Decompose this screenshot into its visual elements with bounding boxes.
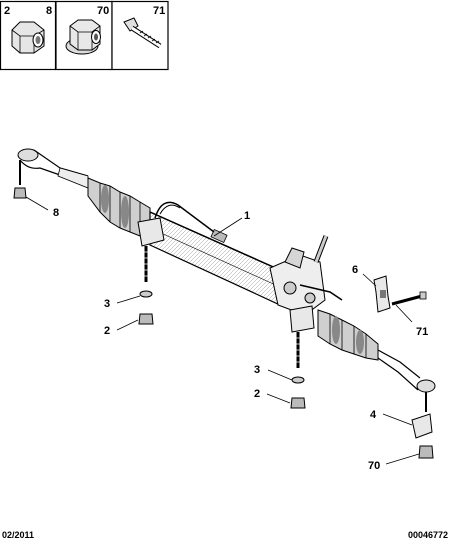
rack-housing[interactable] (137, 201, 281, 306)
nut-right[interactable] (290, 397, 306, 409)
clip-upper[interactable] (373, 275, 391, 313)
callout-6[interactable]: 6 (352, 264, 358, 276)
clip-lower[interactable] (411, 413, 433, 439)
callouts: 8 1 3 2 6 71 3 2 4 70 (53, 207, 428, 472)
leader-lines (25, 196, 420, 465)
parts-legend: 2 8 70 71 (0, 0, 169, 71)
left-bellows[interactable] (87, 177, 151, 237)
callout-3-left[interactable]: 3 (104, 298, 110, 310)
callout-2-left[interactable]: 2 (104, 325, 110, 337)
right-tie-rod-end[interactable] (377, 349, 436, 412)
nut-lower[interactable] (418, 445, 434, 459)
pinion-valve[interactable] (269, 235, 343, 368)
nut-left[interactable] (138, 313, 154, 325)
steering-rack-assembly[interactable] (13, 148, 436, 412)
nut-icon (11, 21, 45, 54)
footer-ref: 00046772 (407, 530, 448, 540)
callout-1[interactable]: 1 (244, 210, 250, 222)
callout-2-right[interactable]: 2 (254, 388, 260, 400)
callout-3-right[interactable]: 3 (254, 364, 260, 376)
flanged-nut-icon (65, 19, 101, 55)
callout-70[interactable]: 70 (368, 460, 380, 472)
legend-ref-70: 70 (97, 5, 109, 17)
washer-left[interactable] (139, 290, 153, 298)
legend-ref-2: 2 (4, 5, 10, 17)
legend-ref-71: 71 (153, 5, 165, 17)
washer-right[interactable] (291, 376, 305, 384)
callout-71[interactable]: 71 (416, 326, 428, 338)
legend-ref-8: 8 (46, 5, 52, 17)
footer-date: 02/2011 (2, 530, 35, 540)
bolt-icon (123, 17, 162, 49)
bolt-upper[interactable] (391, 291, 427, 306)
callout-8[interactable]: 8 (53, 207, 59, 219)
callout-4[interactable]: 4 (370, 409, 377, 421)
right-bellows[interactable] (317, 309, 379, 361)
left-tie-rod-end[interactable] (13, 148, 89, 199)
